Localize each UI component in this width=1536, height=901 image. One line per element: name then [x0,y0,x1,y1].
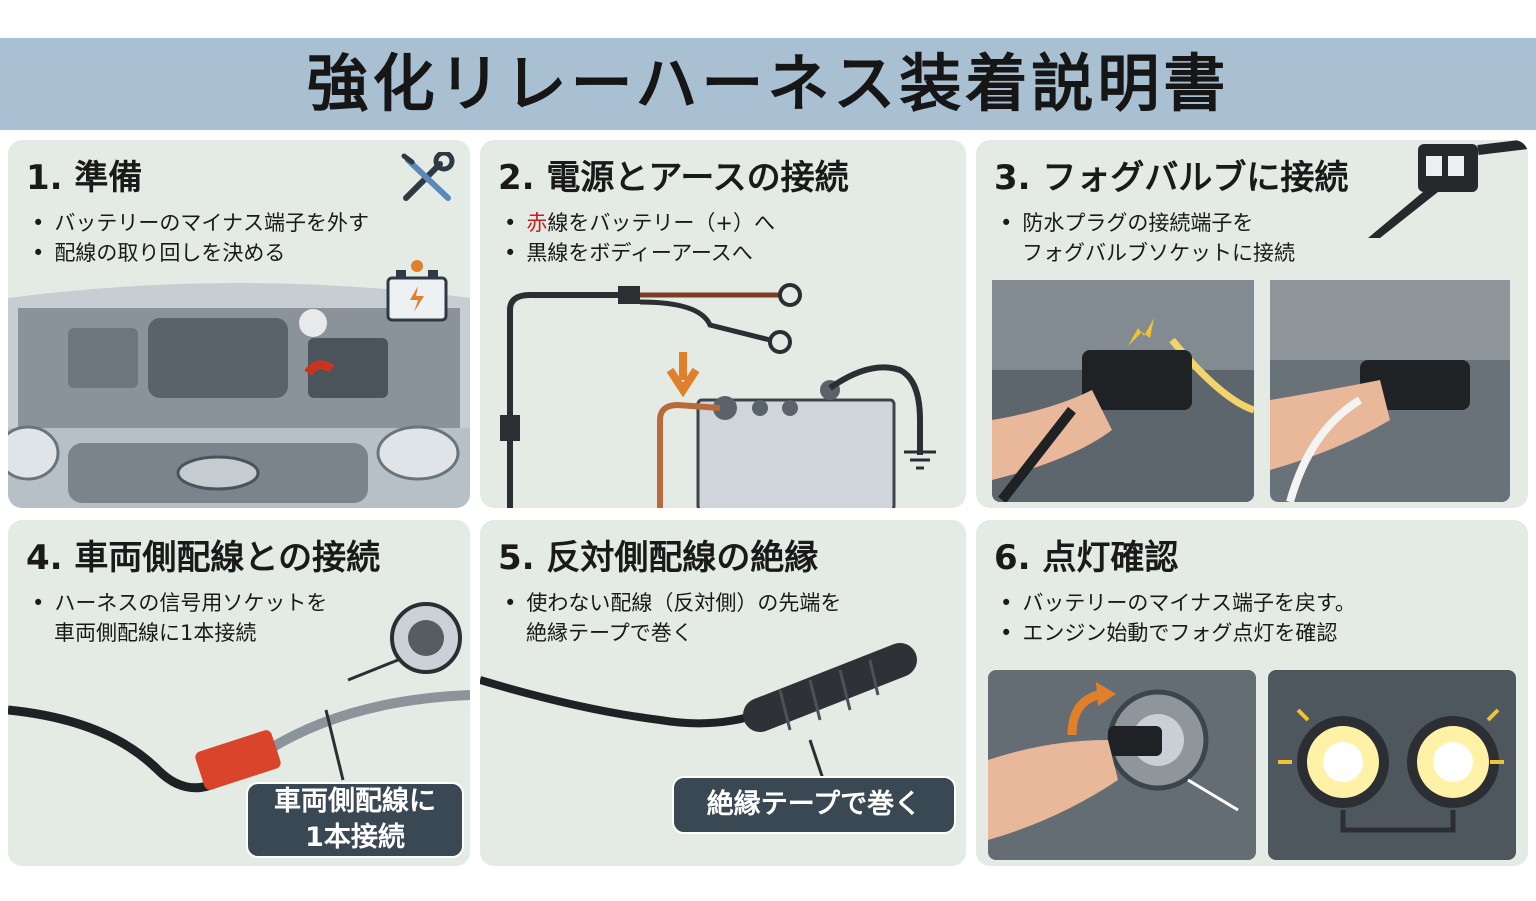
callout-vehicle-wiring: 車両側配線に 1本接続 [246,782,464,858]
callout-line2: 1本接続 [305,822,405,853]
spark-icon [1128,318,1154,346]
rotate-arrow-icon [1067,682,1116,736]
engine-bay-illustration [8,283,470,508]
bullet-rest: 線をバッテリー（+）へ [547,211,775,235]
bullet-continuation: フォグバルブソケットに接続 [1022,241,1295,265]
step-2-panel: 2. 電源とアースの接続 赤線をバッテリー（+）へ 黒線をボディーアースへ [480,140,966,508]
step-4-panel: 4. 車両側配線との接続 ハーネスの信号用ソケットを 車両側配線に1本接続 車両… [8,520,470,866]
fog-socket-photo-right [1270,280,1510,502]
ignition-illustration [988,670,1256,860]
step-5-heading: 5. 反対側配線の絶縁 [498,538,819,578]
bullet-continuation: 絶縁テープで巻く [526,621,693,645]
battery-wiring-illustration [500,283,923,508]
bullet: 配線の取り回しを決める [32,238,369,268]
wrench-screwdriver-icon [401,152,455,201]
insulation-tape-illustration [480,643,917,801]
callout-insulation: 絶縁テープで巻く [672,776,956,834]
step-4-bullets: ハーネスの信号用ソケットを 車両側配線に1本接続 [32,588,327,648]
step-3-panel: 3. フォグバルブに接続 防水プラグの接続端子を フォグバルブソケットに接続 [976,140,1528,508]
step-5-panel: 5. 反対側配線の絶縁 使わない配線（反対側）の先端を 絶縁テープで巻く 絶縁テ… [480,520,966,866]
bullet: 使わない配線（反対側）の先端を [504,588,841,618]
bullet: エンジン始動でフォグ点灯を確認 [1000,618,1356,648]
fog-socket-photo-left [992,280,1254,502]
step-3-heading: 3. フォグバルブに接続 [994,158,1349,198]
bullet: 防水プラグの接続端子を [1000,208,1295,238]
step-2-bullets: 赤線をバッテリー（+）へ 黒線をボディーアースへ [504,208,775,268]
step-6-bullets: バッテリーのマイナス端子を戻す。 エンジン始動でフォグ点灯を確認 [1000,588,1356,648]
bullet: バッテリーのマイナス端子を戻す。 [1000,588,1355,618]
step-4-heading: 4. 車両側配線との接続 [26,538,381,578]
step-3-bullets: 防水プラグの接続端子を フォグバルブソケットに接続 [1000,208,1295,268]
harness-connection-illustration [8,602,470,793]
ground-icon [904,450,936,470]
callout-text: 絶縁テープで巻く [706,789,922,820]
step-2-heading: 2. 電源とアースの接続 [498,158,849,198]
red-word: 赤 [526,211,548,235]
callout-line1: 車両側配線に [274,786,436,817]
step-1-panel: 1. 準備 バッテリーのマイナス端子を外す 配線の取り回しを決める [8,140,470,508]
bullet: 黒線をボディーアースへ [504,238,775,268]
title-banner [0,38,1536,130]
step-1-heading: 1. 準備 [26,158,143,198]
step-6-panel: 6. 点灯確認 バッテリーのマイナス端子を戻す。 エンジン始動でフォグ点灯を確認 [976,520,1528,866]
fog-lamps-illustration [1268,670,1516,860]
battery-icon [386,260,448,322]
bullet: 赤線をバッテリー（+）へ [504,208,775,238]
page-title: 強化リレーハーネス装着説明書 [306,47,1230,120]
step-5-bullets: 使わない配線（反対側）の先端を 絶縁テープで巻く [504,588,841,648]
bullet: バッテリーのマイナス端子を外す [32,208,369,238]
step-1-bullets: バッテリーのマイナス端子を外す 配線の取り回しを決める [32,208,369,268]
bullet-continuation: 車両側配線に1本接続 [54,621,257,645]
bullet: ハーネスの信号用ソケットを [32,588,327,618]
step-6-heading: 6. 点灯確認 [994,538,1179,578]
plug-icon [1368,140,1528,238]
